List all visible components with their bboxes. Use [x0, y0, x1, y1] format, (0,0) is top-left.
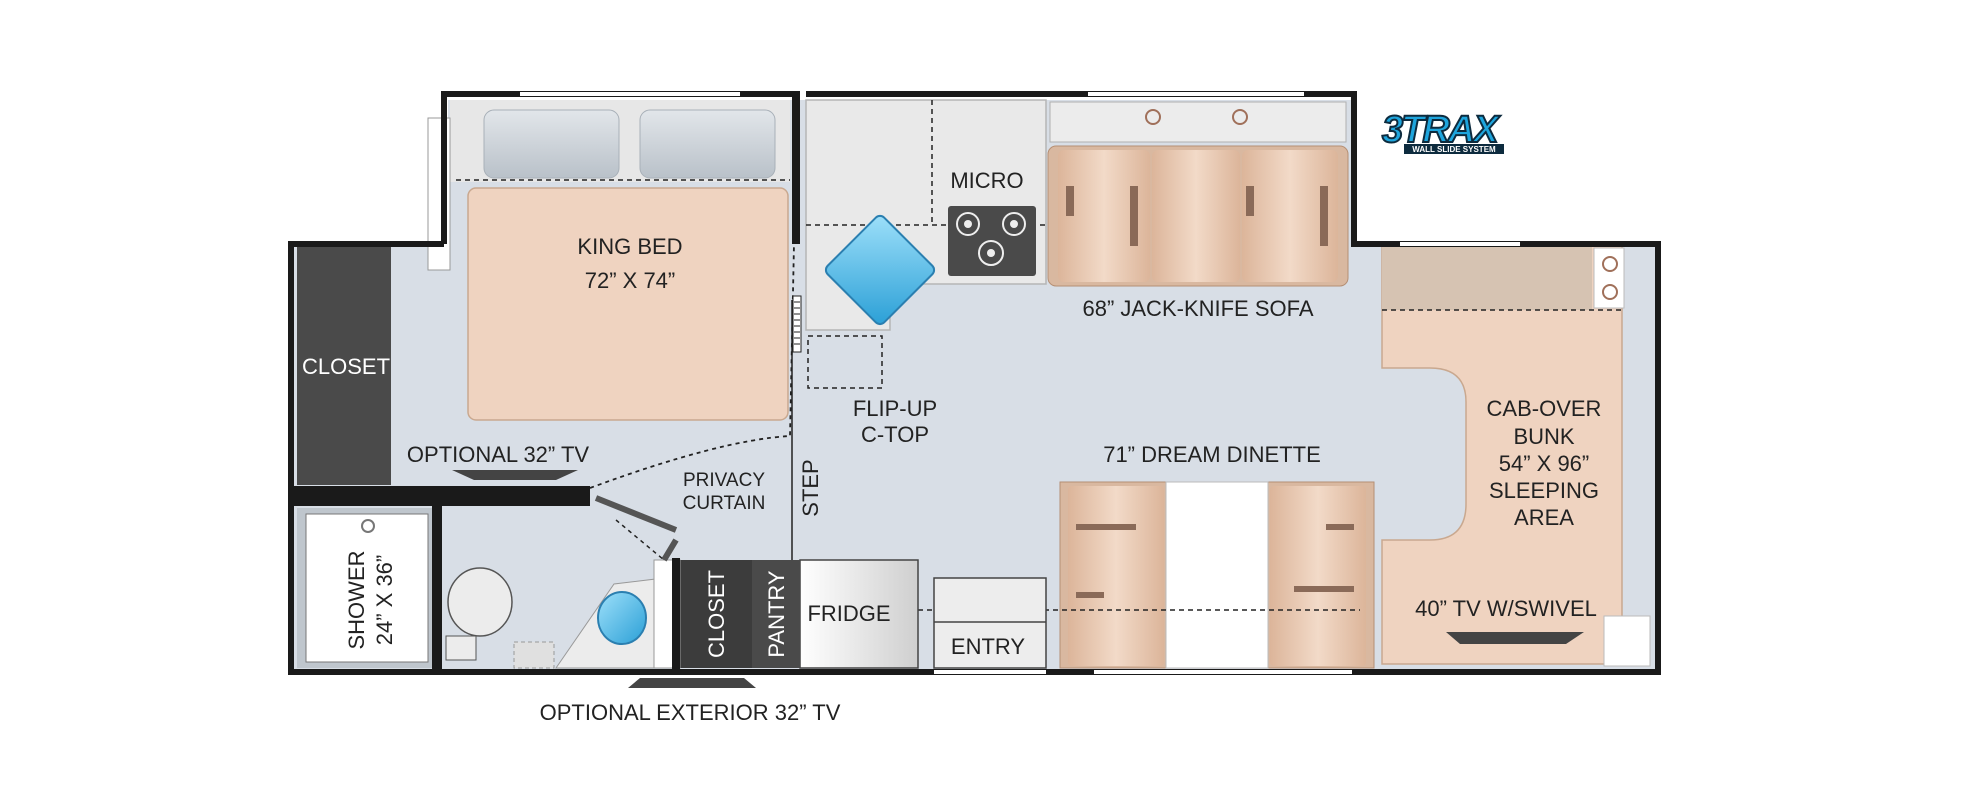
bunk-size-label: 54” X 96”: [1499, 451, 1590, 476]
optional-tv: [452, 470, 578, 480]
bathroom-sink[interactable]: [597, 591, 647, 645]
entry-step[interactable]: [933, 577, 1047, 669]
bedroom: [427, 100, 790, 421]
cooktop: [948, 206, 1036, 276]
3trax-tagline: WALL SLIDE SYSTEM: [1412, 145, 1496, 154]
shower-drain-icon: [361, 519, 375, 533]
sofa-label: 68” JACK-KNIFE SOFA: [1082, 296, 1313, 321]
dinette-label: 71” DREAM DINETTE: [1103, 442, 1321, 467]
burner-icon: [978, 240, 1004, 266]
fridge[interactable]: [799, 559, 919, 669]
windows: [520, 92, 1520, 674]
king-bed[interactable]: [467, 187, 789, 421]
pillow: [483, 109, 620, 179]
king-bed-size-label: 72” X 74”: [585, 268, 676, 293]
bunk-label: BUNK: [1513, 424, 1574, 449]
optional-tv-label: OPTIONAL 32” TV: [407, 442, 589, 467]
shower-label: SHOWER: [344, 551, 369, 650]
bathroom: [297, 508, 681, 669]
pantry[interactable]: [752, 560, 800, 668]
flip-up-countertop[interactable]: [807, 335, 883, 389]
shower-size-label: 24” X 36”: [372, 555, 397, 646]
rear-closet[interactable]: [297, 247, 391, 485]
step-label: STEP: [798, 459, 823, 516]
dream-dinette[interactable]: [918, 481, 1375, 669]
area-label: AREA: [1514, 505, 1574, 530]
burner-icon: [1002, 212, 1026, 236]
exterior-tv-label: OPTIONAL EXTERIOR 32” TV: [540, 700, 841, 725]
3trax-logo: 3TRAX WALL SLIDE SYSTEM: [1380, 106, 1506, 154]
pantry-label: PANTRY: [764, 570, 789, 658]
kitchen-sink: [824, 214, 936, 326]
entry-label: ENTRY: [951, 634, 1025, 659]
c-top-label: C-TOP: [861, 422, 929, 447]
privacy-curtain[interactable]: [589, 243, 795, 489]
bath-closet-label: CLOSET: [704, 570, 729, 658]
dinette-table[interactable]: [1165, 481, 1269, 669]
cab-over-bunk[interactable]: [1381, 245, 1651, 667]
sleeping-label: SLEEPING: [1489, 478, 1599, 503]
swivel-tv: [1446, 632, 1584, 644]
bath-closet[interactable]: [680, 560, 752, 668]
toilet[interactable]: [447, 567, 513, 637]
curtain-label: CURTAIN: [683, 493, 766, 514]
privacy-label: PRIVACY: [683, 470, 765, 491]
pillow: [639, 109, 776, 179]
jack-knife-sofa[interactable]: [1047, 101, 1349, 287]
cab-over-label: CAB-OVER: [1487, 396, 1602, 421]
flip-up-label: FLIP-UP: [853, 396, 937, 421]
king-bed-label: KING BED: [577, 234, 682, 259]
interior-walls: [294, 94, 800, 670]
tv-swivel-label: 40” TV W/SWIVEL: [1415, 596, 1597, 621]
burner-icon: [956, 212, 980, 236]
fridge-label: FRIDGE: [807, 601, 890, 626]
shower[interactable]: [305, 513, 429, 663]
micro-label: MICRO: [950, 168, 1023, 193]
exterior-tv: [628, 678, 756, 688]
rear-closet-label: CLOSET: [302, 354, 390, 379]
